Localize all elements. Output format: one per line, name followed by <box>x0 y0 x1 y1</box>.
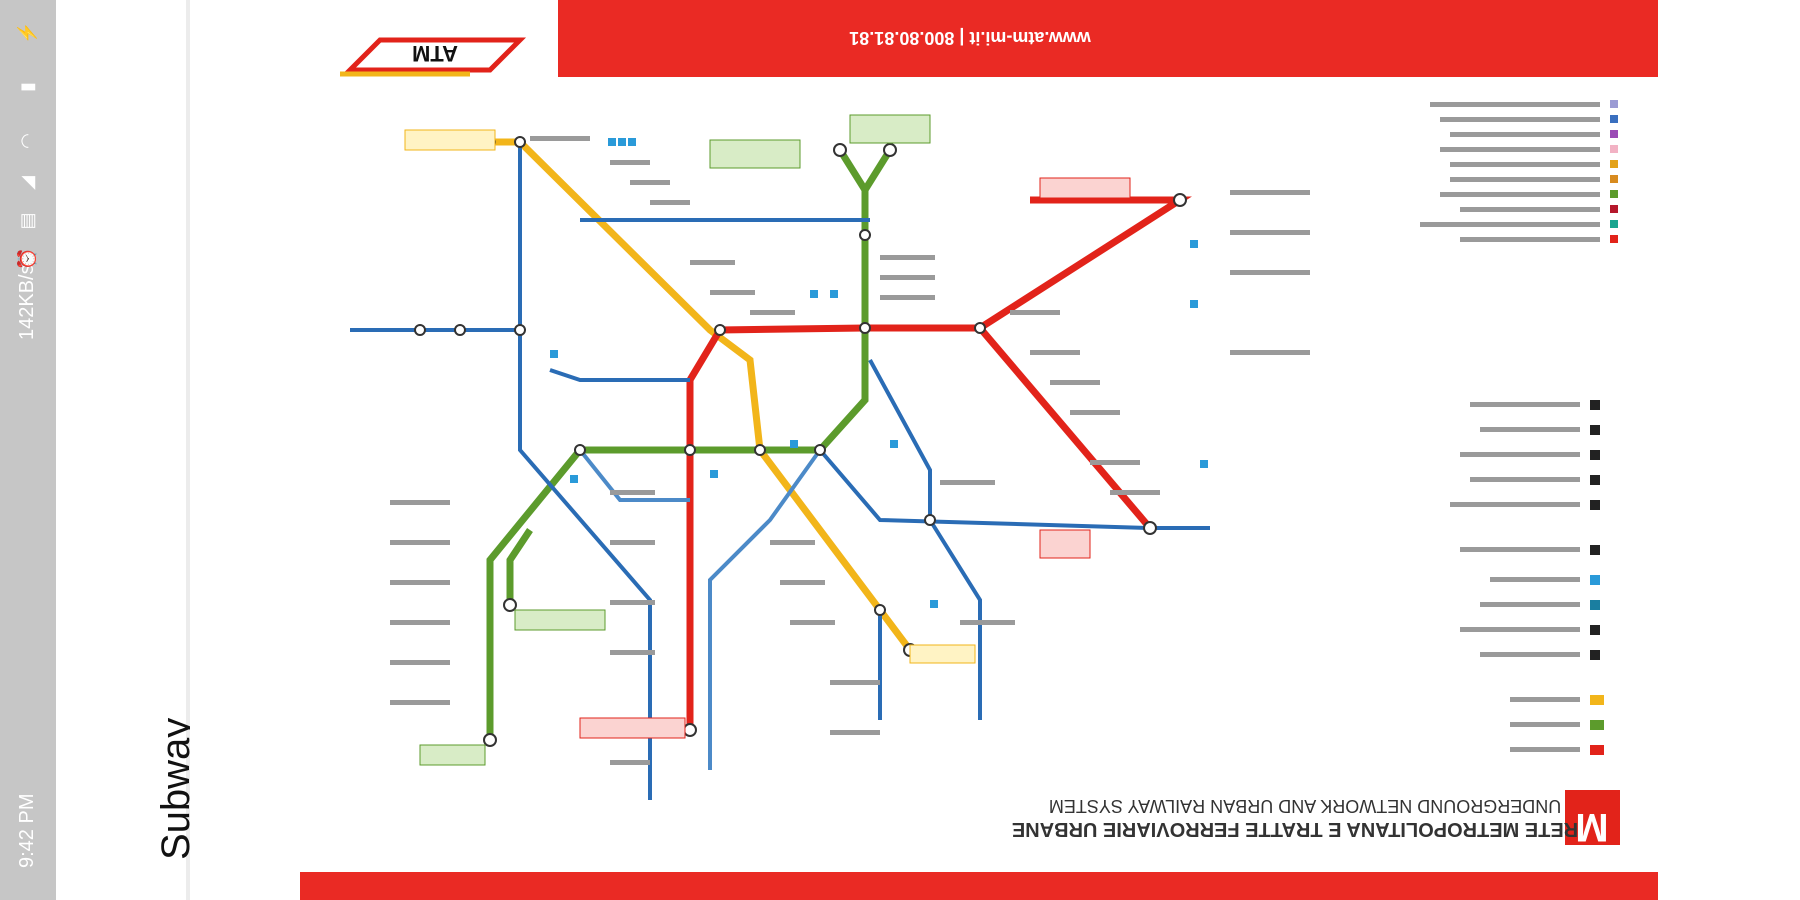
station-markers <box>414 136 1187 747</box>
map-subtitle: UNDERGROUND NETWORK AND URBAN RAILWAY SY… <box>1049 796 1561 816</box>
line-m2-branch-north <box>862 148 893 192</box>
atm-logo-text: ATM <box>412 41 458 66</box>
alarm-icon: ⏰ <box>17 247 37 270</box>
line-suburban-10 <box>578 448 690 502</box>
map-canvas: www.atm-mi.it | 800.80.81.81 ATM <box>300 0 1660 900</box>
map-title-block: M RETE METROPOLITANA E TRATTE FERROVIARI… <box>1012 790 1620 849</box>
sim-icon: ▤ <box>17 212 37 230</box>
app-bar: Subway <box>56 0 198 900</box>
line-suburban-8 <box>928 518 982 720</box>
line-suburban-1 <box>518 142 652 800</box>
line-m1-branch <box>977 325 1153 531</box>
line-suburban-5 <box>818 448 1210 530</box>
signal-icon: ◢ <box>17 176 37 190</box>
subway-map[interactable]: www.atm-mi.it | 800.80.81.81 ATM <box>190 0 1800 900</box>
status-network-speed: 142KB/s <box>16 264 38 340</box>
line-suburban-9 <box>708 448 822 770</box>
header-website-text: www.atm-mi.it | 800.80.81.81 <box>849 28 1091 48</box>
status-time: 9:42 PM <box>16 793 38 868</box>
map-title: RETE METROPOLITANA E TRATTE FERROVIARIE … <box>1012 818 1578 840</box>
line-m2-branch-south <box>506 528 533 605</box>
interchange-icons <box>550 138 1208 608</box>
line-m2 <box>486 148 869 740</box>
battery-charging-icon: ▮ <box>17 82 37 92</box>
status-bar: 9:42 PM 142KB/s ⏰ ▤ ◢ ◠ ▮ ⚡ <box>0 0 56 900</box>
terminal-boxes <box>404 114 1131 766</box>
lightning-icon: ⚡ <box>17 21 37 44</box>
legend <box>1420 95 1660 255</box>
footer-bar <box>300 872 1658 900</box>
line-suburban-4 <box>549 368 690 382</box>
line-suburban-6 <box>868 359 932 520</box>
wifi-icon: ◠ <box>17 133 37 149</box>
station-label-marks <box>390 136 1310 765</box>
header-bar <box>558 0 1658 77</box>
brand-m-letter: M <box>1575 805 1608 849</box>
service-legend <box>1450 400 1604 755</box>
atm-logo: ATM <box>340 37 527 77</box>
